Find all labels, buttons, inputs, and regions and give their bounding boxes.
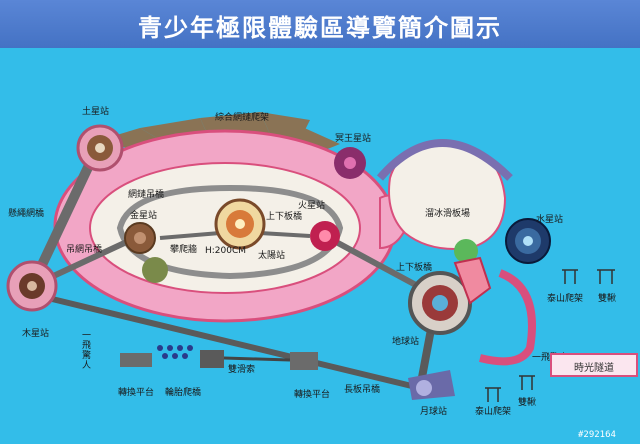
time-tunnel-curve bbox=[479, 269, 536, 366]
label-leap-1: 一飛驚人 bbox=[82, 331, 92, 371]
label-hanging-bridge: 吊網吊橋 bbox=[66, 245, 103, 255]
label-long-bridge: 長板吊橋 bbox=[344, 385, 381, 395]
label-transfer-1: 轉換平台 bbox=[118, 388, 155, 398]
walkway-bottom bbox=[47, 295, 421, 391]
label-taishan-1: 泰山爬架 bbox=[547, 294, 584, 304]
mars-station bbox=[310, 221, 340, 251]
label-double-swing-2: 雙鞦 bbox=[518, 398, 537, 408]
label-sun: 太陽站 bbox=[258, 251, 286, 261]
map-drawing bbox=[0, 48, 640, 444]
label-tire-bridge: 輪胎爬橋 bbox=[165, 388, 202, 398]
time-tunnel-legend: 時光隧道 bbox=[550, 353, 638, 377]
jupiter-station bbox=[6, 260, 58, 312]
walkway-venus-sun bbox=[159, 231, 221, 240]
map-board: 土星站 綜合網鏈爬架 冥王星站 網鏈吊橋 金星站 火星站 上下板橋 懸繩網橋 吊… bbox=[0, 48, 640, 444]
skate-arch bbox=[376, 139, 513, 181]
label-earth: 地球站 bbox=[392, 337, 420, 347]
pluto-station bbox=[334, 147, 366, 179]
mercury-station bbox=[505, 218, 551, 264]
slide-structure bbox=[453, 256, 492, 305]
moon-station bbox=[408, 370, 455, 400]
label-up-down-bridge-1: 上下板橋 bbox=[266, 212, 303, 222]
label-venus: 金星站 bbox=[130, 211, 158, 221]
label-double-swing-1: 雙鞦 bbox=[598, 294, 617, 304]
time-tunnel-label: 時光隧道 bbox=[574, 363, 614, 374]
map-title: 青少年極限體驗區導覽簡介圖示 bbox=[138, 14, 502, 42]
label-taishan-2: 泰山爬架 bbox=[475, 407, 512, 417]
photo-id: #292164 bbox=[578, 430, 616, 440]
label-saturn: 土星站 bbox=[82, 107, 110, 117]
label-up-down-bridge-2: 上下板橋 bbox=[396, 263, 433, 273]
label-jupiter: 木星站 bbox=[22, 329, 50, 339]
saturn-station bbox=[76, 124, 124, 172]
label-rope-bridge: 網鏈吊橋 bbox=[128, 190, 165, 200]
label-mars: 火星站 bbox=[298, 201, 326, 211]
venus-station bbox=[124, 222, 156, 254]
sun-station bbox=[214, 198, 266, 250]
walkway-sun-mars bbox=[259, 231, 311, 238]
inner-loop bbox=[116, 184, 344, 280]
label-hanging-net: 懸繩網橋 bbox=[8, 209, 45, 219]
label-zipline: 雙滑索 bbox=[228, 365, 256, 375]
green-ball bbox=[454, 239, 478, 263]
swing-icon bbox=[485, 269, 615, 402]
label-pluto: 冥王星站 bbox=[335, 134, 372, 144]
zipline-area bbox=[120, 345, 318, 370]
label-transfer-2: 轉換平台 bbox=[294, 390, 331, 400]
earth-station bbox=[408, 271, 472, 335]
label-climb-wall: 攀爬牆 bbox=[170, 245, 198, 255]
label-mercury: 水星站 bbox=[536, 215, 564, 225]
label-rope-net-climb: 綜合網鏈爬架 bbox=[215, 113, 270, 123]
green-mound bbox=[142, 257, 168, 283]
label-height: H:200CM bbox=[205, 246, 247, 256]
title-bar: 青少年極限體驗區導覽簡介圖示 bbox=[0, 0, 640, 48]
label-moon: 月球站 bbox=[420, 407, 448, 417]
label-skate: 溜冰滑板場 bbox=[425, 209, 471, 219]
